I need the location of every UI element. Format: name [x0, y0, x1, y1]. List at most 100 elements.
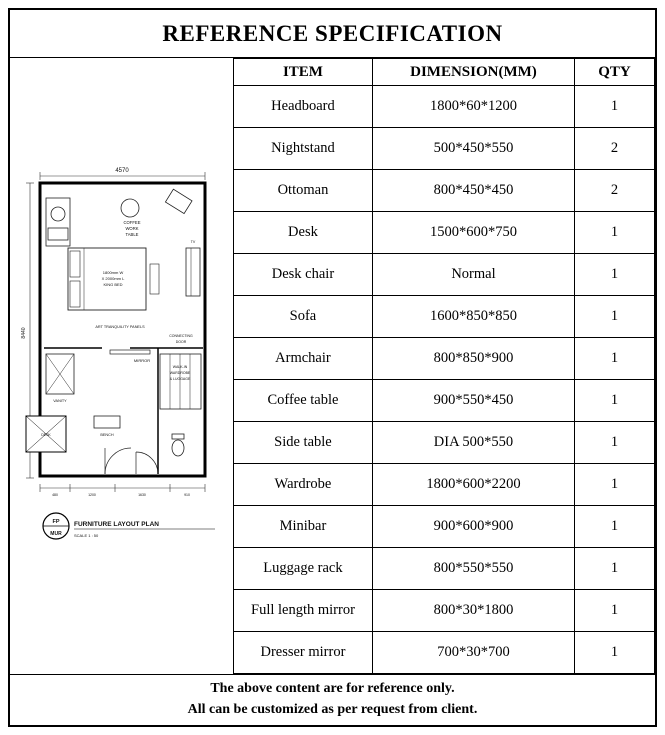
- dimension-cell: 900*600*900: [371, 505, 576, 549]
- item-cell: Sofa: [233, 295, 373, 339]
- qty-cell: 1: [574, 505, 655, 549]
- dimension-bottom-label-3: 1630: [138, 493, 146, 497]
- header-row: ITEM DIMENSION(MM) QTY: [233, 58, 655, 86]
- table-row: Coffee table 900*550*450 1: [233, 379, 655, 423]
- item-cell: Coffee table: [233, 379, 373, 423]
- item-cell: Headboard: [233, 84, 373, 129]
- table-row: Desk chair Normal 1: [233, 253, 655, 297]
- bed-label-3: KING BED: [103, 282, 122, 287]
- qty-cell: 1: [574, 421, 655, 465]
- dimension-cell: 1800*600*2200: [371, 463, 576, 507]
- table-row: Dresser mirror 700*30*700 1: [233, 631, 655, 675]
- bed-label-1: 1800mm W: [103, 270, 124, 275]
- desk-label: DESK: [41, 433, 51, 437]
- table-row: Desk 1500*600*750 1: [233, 211, 655, 255]
- column-header-qty: QTY: [574, 58, 655, 86]
- footer-line-2: All can be customized as per request fro…: [187, 701, 478, 717]
- spec-table-area: ITEM DIMENSION(MM) QTY Headboard 1800*60…: [233, 58, 655, 675]
- vanity-label: VANITY: [53, 399, 67, 403]
- dimension-bottom-label-1: 480: [52, 493, 58, 497]
- desk-box: [25, 415, 67, 453]
- qty-cell: 1: [574, 631, 655, 675]
- document-frame: REFERENCE SPECIFICATION 4570: [8, 8, 657, 727]
- mirror-label: MIRROR: [134, 358, 150, 363]
- floor-plan-area: 4570 8440: [10, 58, 233, 674]
- dimension-left-label: 8440: [21, 327, 27, 338]
- qty-cell: 1: [574, 379, 655, 423]
- dimension-top-label: 4570: [115, 168, 129, 174]
- item-cell: Luggage rack: [233, 547, 373, 591]
- dimension-bottom-label-4: 910: [184, 493, 190, 497]
- vanity: [45, 353, 75, 395]
- dimension-cell: DIA 500*550: [371, 421, 576, 465]
- table-row: Armchair 800*850*900 1: [233, 337, 655, 381]
- qty-cell: 2: [574, 169, 655, 213]
- plan-code-top: FP: [52, 519, 59, 525]
- table-row: Headboard 1800*60*1200 1: [233, 84, 655, 129]
- qty-cell: 1: [574, 253, 655, 297]
- bathroom-fixtures: [104, 433, 185, 475]
- qty-cell: 1: [574, 337, 655, 381]
- coffee-table-label-1: COFFEE: [124, 220, 141, 225]
- table-row: Minibar 900*600*900 1: [233, 505, 655, 549]
- dimension-bottom: [39, 484, 206, 492]
- item-cell: Wardrobe: [233, 463, 373, 507]
- qty-cell: 1: [574, 589, 655, 633]
- page-title: REFERENCE SPECIFICATION: [10, 10, 655, 58]
- column-header-dimension: DIMENSION(MM): [371, 58, 576, 86]
- sofa: [185, 247, 201, 297]
- dimension-cell: Normal: [371, 253, 576, 297]
- coffee-work-area: [45, 188, 193, 247]
- item-cell: Desk chair: [233, 253, 373, 297]
- qty-cell: 1: [574, 295, 655, 339]
- dimension-cell: 800*550*550: [371, 547, 576, 591]
- connecting-door-label-2: DOOR: [176, 340, 187, 344]
- qty-cell: 1: [574, 84, 655, 129]
- wardrobe-label-2: WARDROBE: [170, 371, 191, 375]
- item-cell: Dresser mirror: [233, 631, 373, 675]
- wardrobe-label-3: & LUGGAGE: [170, 377, 191, 381]
- coffee-table-label-2: WORK: [125, 226, 138, 231]
- dimension-cell: 700*30*700: [371, 631, 576, 675]
- qty-cell: 1: [574, 547, 655, 591]
- bed-label-2: X 2000mm L: [102, 276, 125, 281]
- plan-scale: SCALE 1 : 50: [74, 533, 99, 538]
- item-cell: Full length mirror: [233, 589, 373, 633]
- qty-cell: 2: [574, 127, 655, 171]
- item-cell: Minibar: [233, 505, 373, 549]
- item-cell: Ottoman: [233, 169, 373, 213]
- tv-label: TV: [191, 240, 196, 244]
- room-walls: [38, 181, 207, 478]
- content-area: 4570 8440: [10, 58, 655, 675]
- table-row: Side table DIA 500*550 1: [233, 421, 655, 465]
- table-row: Sofa 1600*850*850 1: [233, 295, 655, 339]
- item-cell: Side table: [233, 421, 373, 465]
- dimension-cell: 1600*850*850: [371, 295, 576, 339]
- dimension-cell: 800*850*900: [371, 337, 576, 381]
- qty-cell: 1: [574, 463, 655, 507]
- table-row: Nightstand 500*450*550 2: [233, 127, 655, 171]
- footer-note: The above content are for reference only…: [10, 674, 655, 725]
- spec-table: ITEM DIMENSION(MM) QTY Headboard 1800*60…: [233, 58, 655, 675]
- dimension-top: [39, 172, 206, 180]
- bench: [93, 415, 121, 429]
- dimension-cell: 1500*600*750: [371, 211, 576, 255]
- bench-label: BENCH: [100, 433, 114, 437]
- dimension-bottom-label-2: 1200: [88, 493, 96, 497]
- art-panel-label: ART TRANQUILITY PANELS: [95, 325, 145, 329]
- wardrobe-label-1: WALK-IN: [173, 365, 188, 369]
- mirror: [109, 349, 151, 355]
- dimension-cell: 800*30*1800: [371, 589, 576, 633]
- furniture-layout-plan: 4570 8440: [21, 168, 215, 540]
- table-row: Wardrobe 1800*600*2200 1: [233, 463, 655, 507]
- wardrobe: [159, 353, 202, 410]
- table-row: Ottoman 800*450*450 2: [233, 169, 655, 213]
- footer-line-1: The above content are for reference only…: [210, 681, 455, 697]
- plan-title: FURNITURE LAYOUT PLAN: [74, 521, 159, 528]
- qty-cell: 1: [574, 211, 655, 255]
- item-cell: Armchair: [233, 337, 373, 381]
- king-bed: [67, 247, 160, 311]
- column-header-item: ITEM: [233, 58, 373, 86]
- table-row: Luggage rack 800*550*550 1: [233, 547, 655, 591]
